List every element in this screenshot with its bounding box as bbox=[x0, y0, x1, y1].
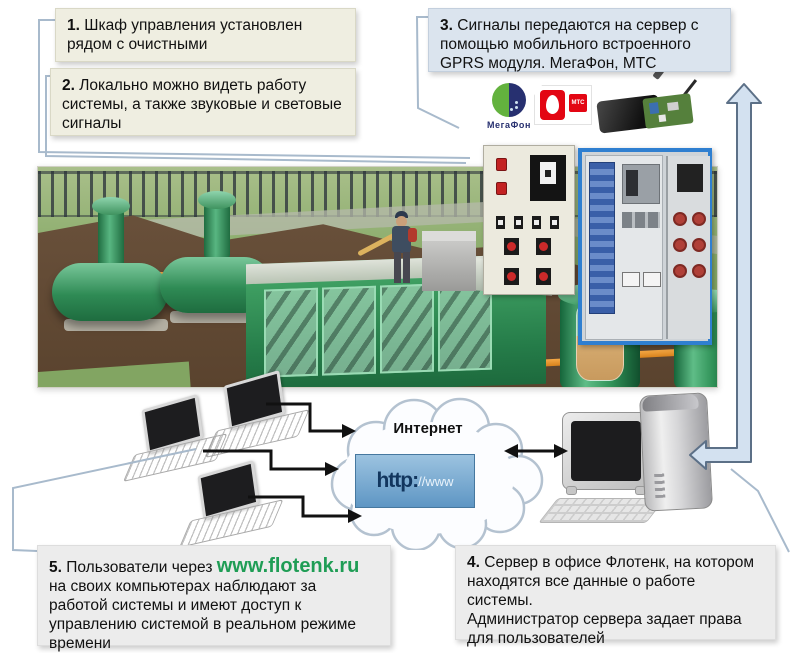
note-box-4: 4. Сервер в офисе Флотенк, на котором на… bbox=[455, 545, 776, 647]
contactor-row bbox=[622, 212, 660, 228]
door-breaker bbox=[677, 164, 703, 192]
socket bbox=[692, 264, 706, 278]
note-2-text: Локально можно видеть работу системы, а … bbox=[62, 77, 342, 132]
mts-egg-icon bbox=[540, 90, 565, 120]
note-box-2: 2. Локально можно видеть работу системы,… bbox=[50, 68, 356, 136]
meter bbox=[643, 272, 661, 287]
tank-riser bbox=[98, 207, 124, 269]
note-4-text-1: Сервер в офисе Флотенк, на котором наход… bbox=[467, 554, 754, 609]
open-control-cabinet-photo bbox=[578, 148, 712, 345]
glass-panel bbox=[322, 285, 376, 376]
red-button bbox=[536, 238, 551, 255]
callout-line-box4 bbox=[730, 468, 790, 553]
concrete-pad bbox=[64, 319, 168, 331]
note-box-3: 3. Сигналы передаются на сервер с помощь… bbox=[428, 8, 731, 72]
tank-riser bbox=[204, 201, 230, 261]
concrete-cube bbox=[422, 231, 476, 291]
note-3-text: Сигналы передаются на сервер с помощью м… bbox=[440, 17, 699, 72]
server-tower bbox=[639, 392, 713, 512]
gprs-module-photo bbox=[596, 67, 698, 140]
note-box-5: 5. Пользователи через www.flotenk.ru на … bbox=[37, 545, 391, 652]
cabinet-door bbox=[666, 156, 710, 339]
megafon-logo-icon bbox=[492, 83, 526, 117]
http-text: http: bbox=[376, 469, 419, 492]
red-button bbox=[536, 268, 551, 285]
note-5-text-after: на своих компьютерах наблюдают за работо… bbox=[49, 578, 357, 653]
socket bbox=[692, 238, 706, 252]
terminal-blocks bbox=[589, 162, 615, 314]
http-screenshot: http://www bbox=[355, 454, 475, 508]
switch bbox=[532, 216, 541, 229]
socket bbox=[673, 212, 687, 226]
monitor-screen bbox=[571, 421, 641, 481]
switch bbox=[496, 216, 505, 229]
circuit-board bbox=[642, 93, 694, 129]
office-monitor bbox=[562, 412, 650, 495]
worker-figure bbox=[357, 211, 422, 297]
flotenk-link[interactable]: www.flotenk.ru bbox=[216, 555, 360, 577]
cloud-label: Интернет bbox=[393, 420, 463, 437]
socket bbox=[673, 264, 687, 278]
septic-tank bbox=[52, 263, 168, 321]
note-4-text-2: Администратор сервера задает права для п… bbox=[467, 610, 742, 647]
glass-panel bbox=[438, 281, 492, 372]
switch bbox=[550, 216, 559, 229]
tank-riser-cap bbox=[198, 191, 236, 209]
note-1-text: Шкаф управления установлен рядом с очист… bbox=[67, 17, 303, 53]
meter bbox=[622, 272, 640, 287]
red-indicator bbox=[496, 182, 507, 195]
concrete-pad bbox=[170, 311, 270, 323]
glass-panel bbox=[380, 283, 434, 374]
red-button bbox=[504, 238, 519, 255]
red-button bbox=[504, 268, 519, 285]
note-5-text-before: Пользователи через bbox=[66, 559, 217, 576]
mts-logo: МТС bbox=[534, 85, 592, 125]
socket bbox=[673, 238, 687, 252]
internet-cloud: Интернет http://www bbox=[312, 388, 544, 552]
megafon-logo: МегаФон bbox=[477, 83, 541, 130]
switch bbox=[514, 216, 523, 229]
tank-riser-cap bbox=[92, 197, 130, 215]
megafon-logo-label: МегаФон bbox=[486, 120, 532, 130]
mts-logo-label: МТС bbox=[569, 94, 587, 112]
glass-panel bbox=[264, 287, 318, 378]
red-indicator bbox=[496, 158, 507, 171]
closed-control-cabinet-photo bbox=[483, 145, 575, 295]
note-box-1: 1. Шкаф управления установлен рядом с оч… bbox=[55, 8, 356, 62]
user-laptop bbox=[176, 460, 284, 550]
socket bbox=[692, 212, 706, 226]
